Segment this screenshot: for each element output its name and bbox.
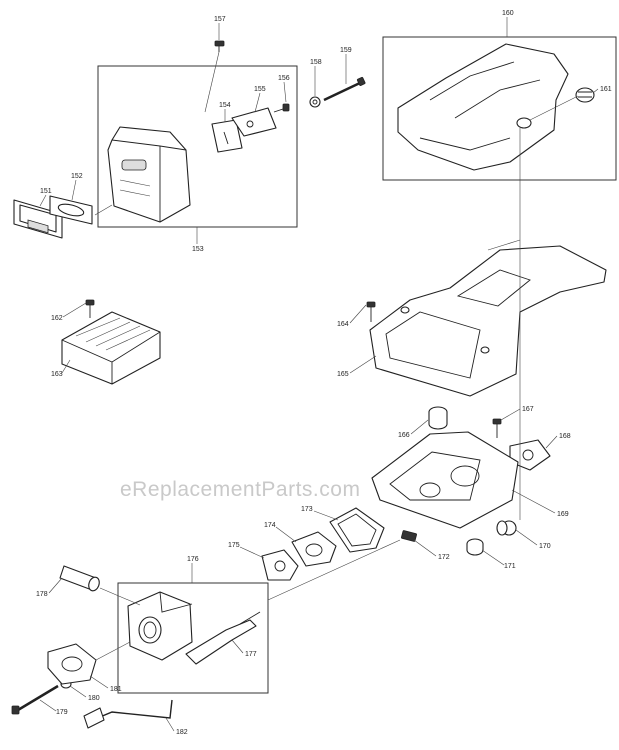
part-label-161: 161 <box>600 86 612 93</box>
part-label-179: 179 <box>56 709 68 716</box>
part-label-156: 156 <box>278 75 290 82</box>
part-label-160: 160 <box>502 10 514 17</box>
part-label-162: 162 <box>51 315 63 322</box>
part-label-175: 175 <box>228 542 240 549</box>
top-cover[interactable] <box>397 43 569 171</box>
carburetor[interactable] <box>127 591 193 661</box>
part-label-177: 177 <box>245 651 257 658</box>
screw-156[interactable] <box>273 103 290 113</box>
clip-172[interactable] <box>401 530 417 542</box>
link-rod-182[interactable] <box>83 699 173 729</box>
intake-tube-178[interactable] <box>59 565 101 592</box>
air-filter[interactable] <box>61 311 161 385</box>
part-label-159: 159 <box>340 47 352 54</box>
part-label-172: 172 <box>438 554 450 561</box>
leader-lines <box>39 17 599 732</box>
part-label-158: 158 <box>310 59 322 66</box>
screw-162[interactable] <box>85 299 95 318</box>
watermark: eReplacementParts.com <box>120 478 360 501</box>
part-label-178: 178 <box>36 591 48 598</box>
screw-164[interactable] <box>366 301 376 322</box>
part-label-165: 165 <box>337 371 349 378</box>
part-label-155: 155 <box>254 86 266 93</box>
part-label-180: 180 <box>88 695 100 702</box>
bolt-159[interactable] <box>323 76 366 102</box>
part-label-157: 157 <box>214 16 226 23</box>
grommet-170[interactable] <box>496 520 517 536</box>
muffler-assembly-box <box>97 65 298 228</box>
part-label-164: 164 <box>337 321 349 328</box>
grommet-171[interactable] <box>466 538 484 556</box>
knob-161[interactable] <box>575 87 595 103</box>
carburetor-base[interactable] <box>371 431 519 529</box>
gasket-175[interactable] <box>261 549 299 581</box>
screw-157[interactable] <box>214 40 225 52</box>
carburetor-box <box>117 582 269 694</box>
part-label-169: 169 <box>557 511 569 518</box>
muffler-gasket-152[interactable] <box>49 195 93 225</box>
throttle-rod-177[interactable] <box>185 611 261 665</box>
part-label-170: 170 <box>539 543 551 550</box>
part-label-174: 174 <box>264 522 276 529</box>
part-label-167: 167 <box>522 406 534 413</box>
part-label-182: 182 <box>176 729 188 736</box>
part-label-181: 181 <box>110 686 122 693</box>
washer-158[interactable] <box>309 96 321 108</box>
part-label-151: 151 <box>40 188 52 195</box>
part-label-166: 166 <box>398 432 410 439</box>
bolt-179[interactable] <box>11 684 59 715</box>
filter-housing[interactable] <box>369 245 607 397</box>
bumper-166[interactable] <box>428 406 448 430</box>
top-cover-box <box>382 36 617 181</box>
insulator-174[interactable] <box>291 531 337 567</box>
part-label-163: 163 <box>51 371 63 378</box>
gasket-173[interactable] <box>329 507 385 553</box>
part-label-171: 171 <box>504 563 516 570</box>
part-label-168: 168 <box>559 433 571 440</box>
part-label-152: 152 <box>71 173 83 180</box>
part-label-176: 176 <box>187 556 199 563</box>
part-label-153: 153 <box>192 246 204 253</box>
screw-167[interactable] <box>492 418 502 438</box>
adapter-181[interactable] <box>47 643 97 685</box>
muffler-gasket-151[interactable] <box>13 199 63 239</box>
heat-shield-plate[interactable] <box>211 119 243 153</box>
muffler[interactable] <box>107 126 191 223</box>
part-label-154: 154 <box>219 102 231 109</box>
bracket-155[interactable] <box>231 107 277 137</box>
part-label-173: 173 <box>301 506 313 513</box>
